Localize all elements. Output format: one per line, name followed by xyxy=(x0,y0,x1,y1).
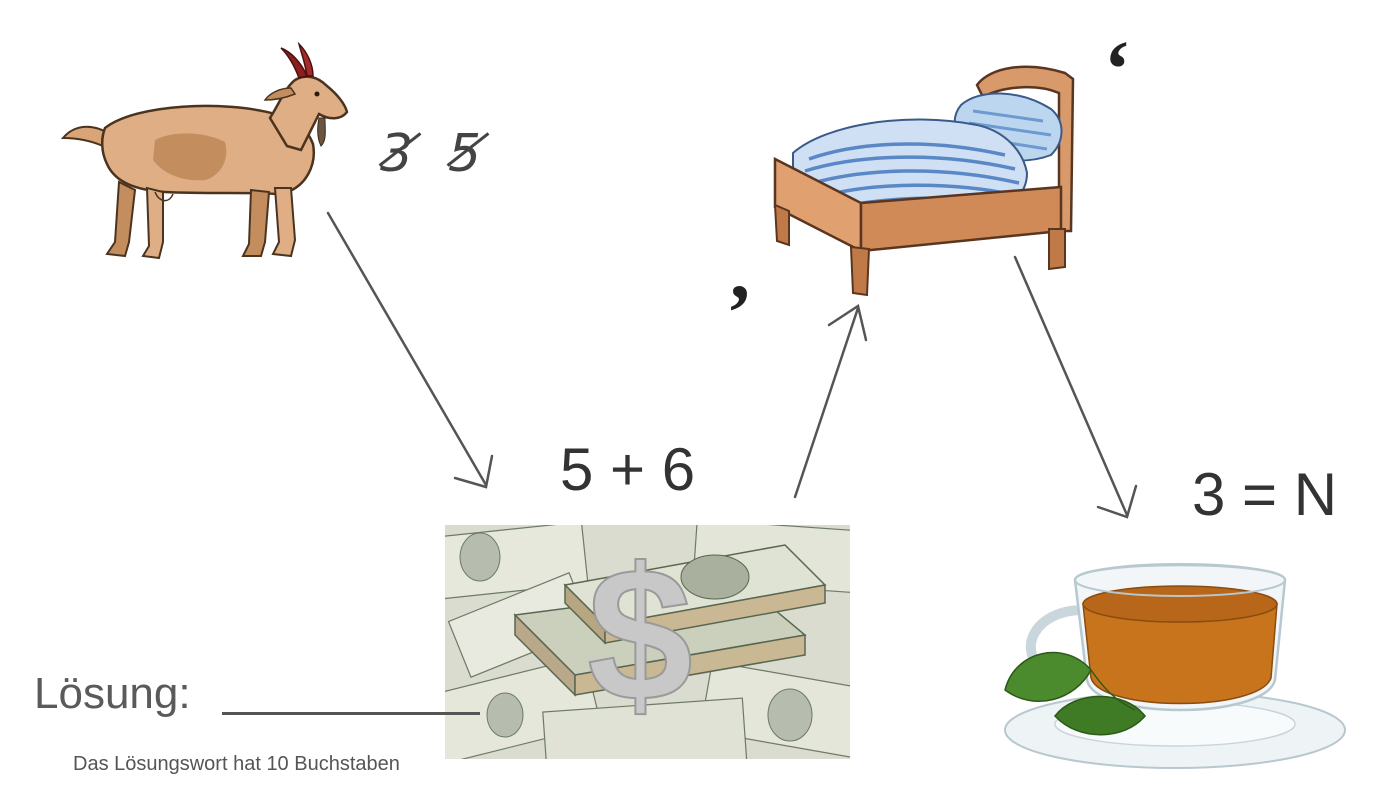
solution-answer-line[interactable] xyxy=(222,712,480,715)
money-icon: $ xyxy=(445,525,850,759)
bed-icon xyxy=(765,55,1085,300)
arrow-goat-to-money xyxy=(326,211,494,489)
crossed-number-first: 3 xyxy=(378,128,422,180)
crossed-number-second: 5 xyxy=(446,128,490,180)
arrow-money-to-bed xyxy=(793,303,868,499)
arrow-bed-to-tea xyxy=(1013,255,1138,519)
svg-text:$: $ xyxy=(587,529,693,741)
goat-icon xyxy=(55,41,350,267)
tea-cup-icon xyxy=(995,540,1355,775)
apostrophe-after-bed: ‘ xyxy=(1104,26,1131,114)
solution-label: Lösung: xyxy=(34,669,191,718)
crossed-numbers: 3 5 xyxy=(378,128,490,180)
tea-hint: 3 = N xyxy=(1192,461,1338,528)
apostrophe-before-bed: , xyxy=(730,228,750,316)
solution-note: Das Lösungswort hat 10 Buchstaben xyxy=(73,753,400,775)
money-hint: 5 + 6 xyxy=(560,436,696,503)
